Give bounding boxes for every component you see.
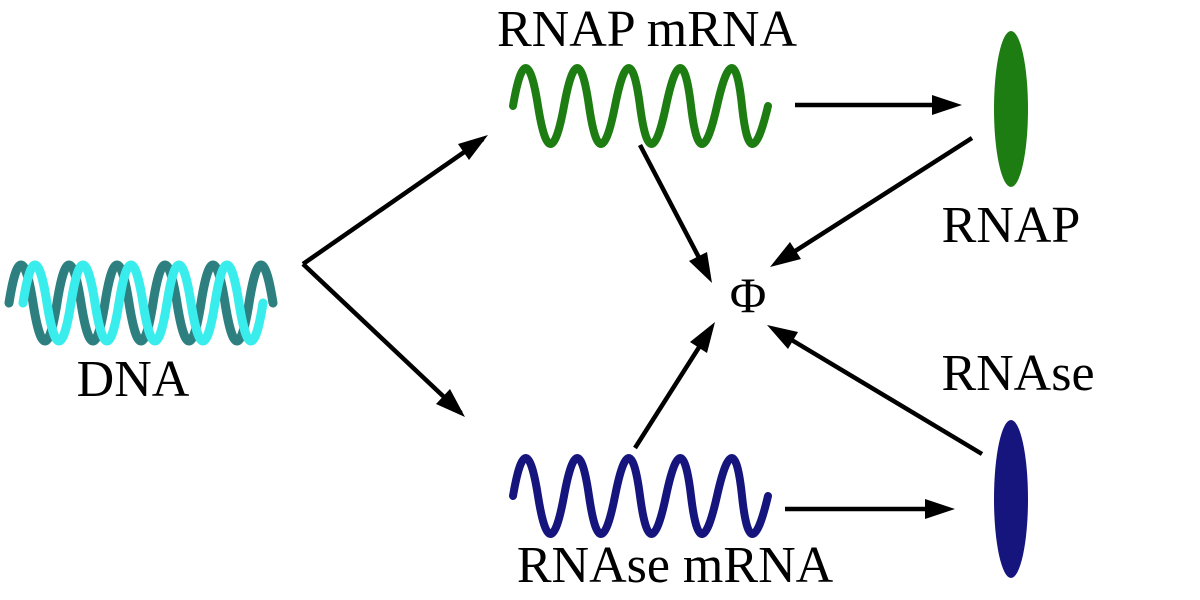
- rnase-label: RNAse: [941, 345, 1094, 402]
- rnase-mrna-label: RNAse mRNA: [517, 537, 834, 594]
- arrow-line: [633, 328, 712, 450]
- arrowhead-icon: [458, 135, 488, 160]
- arrow-line: [301, 262, 463, 415]
- rnap-mrna-label: RNAP mRNA: [497, 1, 797, 58]
- arrow-rnase-mrna-to-phi: [633, 322, 715, 450]
- arrowhead-icon: [925, 499, 955, 519]
- dna-strand-light-wave: [18, 260, 268, 346]
- rnap-mrna-wave: [509, 64, 772, 148]
- rnase-protein-ellipse: [994, 420, 1028, 578]
- rnap-protein-ellipse: [994, 31, 1028, 187]
- arrow-dna-to-rnase-mrna: [301, 262, 465, 417]
- arrow-line: [301, 137, 485, 266]
- arrow-line: [638, 143, 708, 273]
- arrow-rnase-mrna-to-rnase: [785, 499, 955, 519]
- arrowhead-icon: [767, 325, 798, 349]
- rnase-mrna-wave: [509, 454, 772, 538]
- arrow-rnase-to-phi: [767, 325, 984, 456]
- dna-strand-dark-wave: [4, 260, 278, 346]
- phi-degradation-symbol: Φ: [730, 267, 767, 323]
- dna-label: DNA: [77, 351, 190, 408]
- arrow-line: [776, 136, 974, 264]
- arrow-rnap-to-phi: [770, 136, 974, 267]
- arrowhead-icon: [436, 389, 465, 417]
- arrowhead-icon: [689, 252, 712, 283]
- arrowhead-icon: [690, 322, 715, 353]
- rnap-label: RNAP: [942, 197, 1081, 254]
- arrowhead-icon: [932, 95, 962, 115]
- arrow-rnap-mrna-to-phi: [638, 143, 712, 283]
- arrow-rnap-mrna-to-rnap: [795, 95, 962, 115]
- arrow-line: [773, 328, 984, 456]
- dna-molecule: [4, 260, 278, 346]
- arrowhead-icon: [770, 242, 801, 267]
- arrow-dna-to-rnap-mrna: [301, 135, 488, 266]
